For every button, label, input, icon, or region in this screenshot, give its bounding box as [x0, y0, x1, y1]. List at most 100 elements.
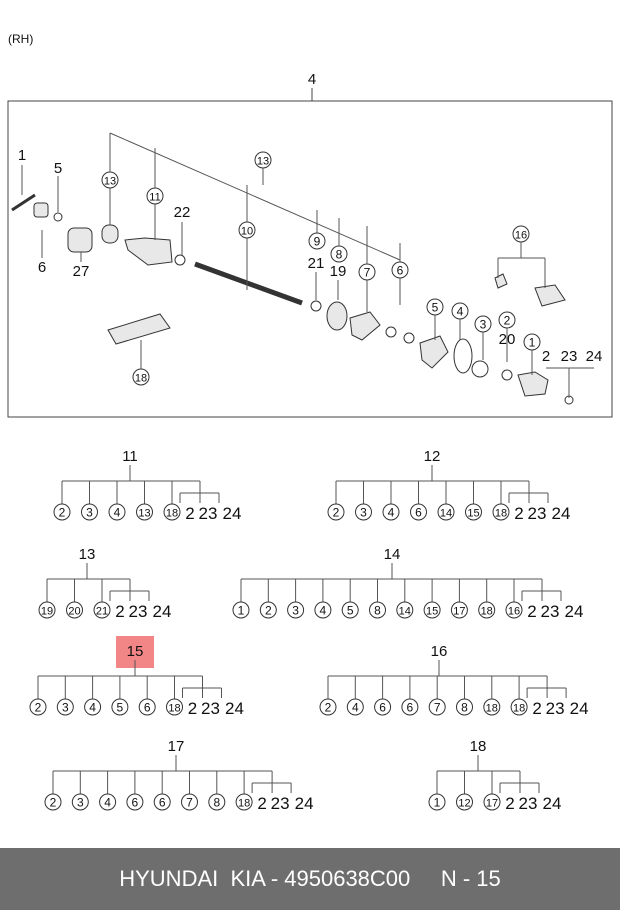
part-callout-3[interactable]: 3	[71, 793, 89, 811]
tree-tail-part-2[interactable]: 2	[505, 794, 514, 813]
part-callout-12[interactable]: 12	[456, 793, 473, 811]
part-callout-6[interactable]: 6	[138, 698, 156, 716]
part-callout-2[interactable]: 2	[498, 311, 516, 329]
part-callout-19[interactable]: 19	[330, 263, 347, 280]
part-callout-6[interactable]: 6	[401, 698, 419, 716]
tree-title[interactable]: 13	[79, 546, 96, 563]
part-callout-3[interactable]: 3	[355, 503, 372, 521]
tree-tail-part-23[interactable]: 23	[546, 699, 565, 718]
part-callout-13[interactable]: 13	[101, 171, 119, 189]
part-callout-18[interactable]: 18	[478, 601, 496, 619]
part-callout-18[interactable]: 18	[235, 793, 253, 811]
part-callout-14[interactable]: 14	[437, 503, 455, 521]
part-callout-13[interactable]: 13	[136, 503, 153, 521]
tree-title[interactable]: 11	[122, 448, 138, 465]
part-callout-16[interactable]: 16	[505, 601, 523, 619]
part-callout-6[interactable]: 6	[391, 261, 409, 279]
part-callout-6[interactable]: 6	[374, 698, 392, 716]
part-callout-24[interactable]: 24	[586, 348, 603, 365]
tree-tail-part-2[interactable]: 2	[115, 602, 124, 621]
part-callout-15[interactable]: 15	[465, 503, 482, 521]
part-callout-5[interactable]: 5	[111, 698, 129, 716]
part-callout-2[interactable]: 2	[259, 601, 277, 619]
tree-title[interactable]: 12	[424, 448, 441, 465]
part-callout-15[interactable]: 15	[423, 601, 441, 619]
part-callout-17[interactable]: 17	[450, 601, 468, 619]
part-callout-27[interactable]: 27	[73, 263, 90, 280]
part-callout-4[interactable]: 4	[314, 601, 332, 619]
part-callout-6[interactable]: 6	[38, 259, 46, 276]
part-callout-21[interactable]: 21	[308, 255, 325, 272]
tree-tail-part-24[interactable]: 24	[543, 794, 562, 813]
tree-tail-part-2[interactable]: 2	[532, 699, 541, 718]
tree-tail-part-24[interactable]: 24	[295, 794, 314, 813]
part-callout-8[interactable]: 8	[369, 601, 386, 619]
tree-tail-part-2[interactable]: 2	[527, 602, 536, 621]
tree-tail-part-24[interactable]: 24	[552, 504, 571, 523]
part-callout-14[interactable]: 14	[396, 601, 414, 619]
tree-title[interactable]: 14	[384, 546, 401, 563]
part-callout-2[interactable]: 2	[319, 698, 337, 716]
part-callout-18[interactable]: 18	[492, 503, 510, 521]
part-callout-18[interactable]: 18	[166, 698, 183, 716]
tree-title[interactable]: 15	[127, 643, 144, 660]
part-callout-4[interactable]: 4	[451, 302, 469, 320]
part-callout-7[interactable]: 7	[181, 793, 198, 811]
part-callout-8[interactable]: 8	[330, 245, 348, 263]
part-callout-1[interactable]: 1	[18, 147, 26, 164]
part-callout-7[interactable]: 7	[358, 263, 376, 281]
part-callout-18[interactable]: 18	[132, 368, 150, 386]
part-callout-17[interactable]: 17	[483, 793, 501, 811]
part-callout-2[interactable]: 2	[44, 793, 62, 811]
part-callout-10[interactable]: 10	[238, 221, 256, 239]
tree-tail-part-24[interactable]: 24	[225, 699, 244, 718]
tree-tail-part-23[interactable]: 23	[271, 794, 290, 813]
part-callout-19[interactable]: 19	[38, 601, 56, 619]
part-callout-4[interactable]: 4	[346, 698, 364, 716]
part-callout-21[interactable]: 21	[93, 601, 111, 619]
part-callout-8[interactable]: 8	[208, 793, 226, 811]
tree-tail-part-2[interactable]: 2	[514, 504, 523, 523]
part-callout-3[interactable]: 3	[474, 315, 492, 333]
part-callout-4[interactable]: 4	[108, 503, 126, 521]
part-callout-5[interactable]: 5	[341, 601, 359, 619]
part-callout-6[interactable]: 6	[410, 503, 427, 521]
part-callout-18[interactable]: 18	[510, 698, 528, 716]
part-callout-8[interactable]: 8	[456, 698, 473, 716]
part-callout-1[interactable]: 1	[428, 793, 446, 811]
part-callout-11[interactable]: 11	[146, 187, 164, 205]
part-callout-3[interactable]: 3	[81, 503, 98, 521]
part-callout-6[interactable]: 6	[126, 793, 144, 811]
part-callout-1[interactable]: 1	[232, 601, 250, 619]
part-callout-16[interactable]: 16	[512, 225, 530, 243]
part-callout-22[interactable]: 22	[174, 204, 191, 221]
part-callout-3[interactable]: 3	[287, 601, 305, 619]
tree-tail-part-24[interactable]: 24	[223, 504, 242, 523]
tree-tail-part-24[interactable]: 24	[565, 602, 584, 621]
tree-tail-part-24[interactable]: 24	[570, 699, 589, 718]
tree-title[interactable]: 16	[431, 643, 448, 660]
part-callout-1[interactable]: 1	[523, 333, 541, 351]
part-callout-5[interactable]: 5	[426, 298, 444, 316]
part-callout-9[interactable]: 9	[308, 232, 326, 250]
tree-tail-part-23[interactable]: 23	[201, 699, 220, 718]
tree-tail-part-23[interactable]: 23	[129, 602, 148, 621]
part-callout-7[interactable]: 7	[428, 698, 446, 716]
tree-tail-part-2[interactable]: 2	[257, 794, 266, 813]
tree-tail-part-23[interactable]: 23	[199, 504, 218, 523]
part-callout-6[interactable]: 6	[153, 793, 171, 811]
part-callout-18[interactable]: 18	[163, 503, 181, 521]
part-callout-2[interactable]: 2	[29, 698, 47, 716]
tree-title[interactable]: 18	[470, 738, 487, 755]
part-callout-2[interactable]: 2	[327, 503, 345, 521]
part-callout-3[interactable]: 3	[56, 698, 74, 716]
part-callout-2[interactable]: 2	[542, 348, 550, 365]
tree-tail-part-2[interactable]: 2	[185, 504, 194, 523]
tree-tail-part-23[interactable]: 23	[528, 504, 547, 523]
part-callout-18[interactable]: 18	[483, 698, 501, 716]
part-callout-4[interactable]: 4	[99, 793, 117, 811]
tree-tail-part-2[interactable]: 2	[188, 699, 197, 718]
part-callout-5[interactable]: 5	[54, 160, 62, 177]
part-callout-23[interactable]: 23	[561, 348, 578, 365]
part-callout-4[interactable]: 4	[382, 503, 400, 521]
